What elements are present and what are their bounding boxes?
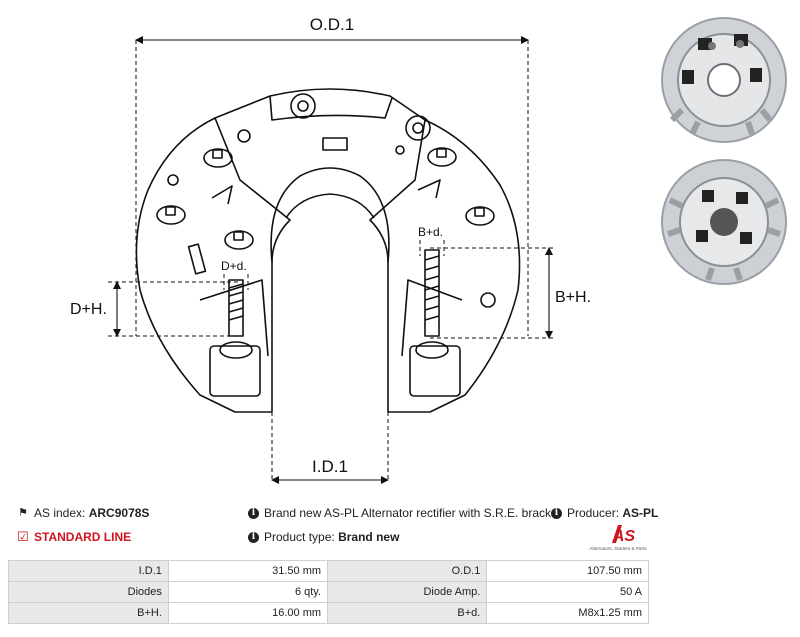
spec-label: Diodes <box>8 581 169 603</box>
svg-text:Alternators, Starters & Parts: Alternators, Starters & Parts <box>589 546 647 551</box>
bd-label: B+d. <box>418 225 443 239</box>
spec-label: I.D.1 <box>8 560 169 582</box>
spec-label: B+H. <box>8 602 169 624</box>
dd-label: D+d. <box>221 259 247 273</box>
product-description: i Brand new AS-PL Alternator rectifier w… <box>248 506 561 520</box>
spec-value: 50 A <box>486 581 649 603</box>
as-index: ⚑ AS index: ARC9078S <box>16 506 149 520</box>
od-label: O.D.1 <box>310 15 354 34</box>
spec-label: O.D.1 <box>327 560 488 582</box>
info-icon: i <box>551 507 562 519</box>
spec-value: 107.50 mm <box>486 560 649 582</box>
as-index-value: ARC9078S <box>88 506 150 520</box>
spec-label: B+d. <box>327 602 488 624</box>
info-icon: i <box>248 507 259 519</box>
standard-line: ☑ STANDARD LINE <box>17 529 132 545</box>
checkbox-icon: ☑ <box>17 529 29 544</box>
product-photo-bottom[interactable] <box>652 150 794 292</box>
spec-value: M8x1.25 mm <box>486 602 649 624</box>
spec-value: 16.00 mm <box>167 602 329 624</box>
svg-text:AS: AS <box>612 528 636 545</box>
producer: i Producer: AS-PL <box>551 506 658 520</box>
product-photo-top[interactable] <box>652 10 794 152</box>
rectifier-outline <box>135 117 291 413</box>
as-pl-logo: AS Alternators, Starters & Parts <box>589 525 647 551</box>
rectifier-technical-drawing: O.D.1 I.D.1 D+H. B+H. D+d. B+d. <box>70 15 591 484</box>
info-icon: i <box>248 531 259 543</box>
tag-icon: ⚑ <box>18 507 28 519</box>
spec-value: 31.50 mm <box>167 560 329 582</box>
dh-label: D+H. <box>70 301 107 318</box>
spec-label: Diode Amp. <box>327 581 488 603</box>
spec-value: 6 qty. <box>167 581 329 603</box>
bh-label: B+H. <box>555 289 591 306</box>
id-label: I.D.1 <box>312 457 348 476</box>
product-type: i Product type: Brand new <box>248 530 399 544</box>
